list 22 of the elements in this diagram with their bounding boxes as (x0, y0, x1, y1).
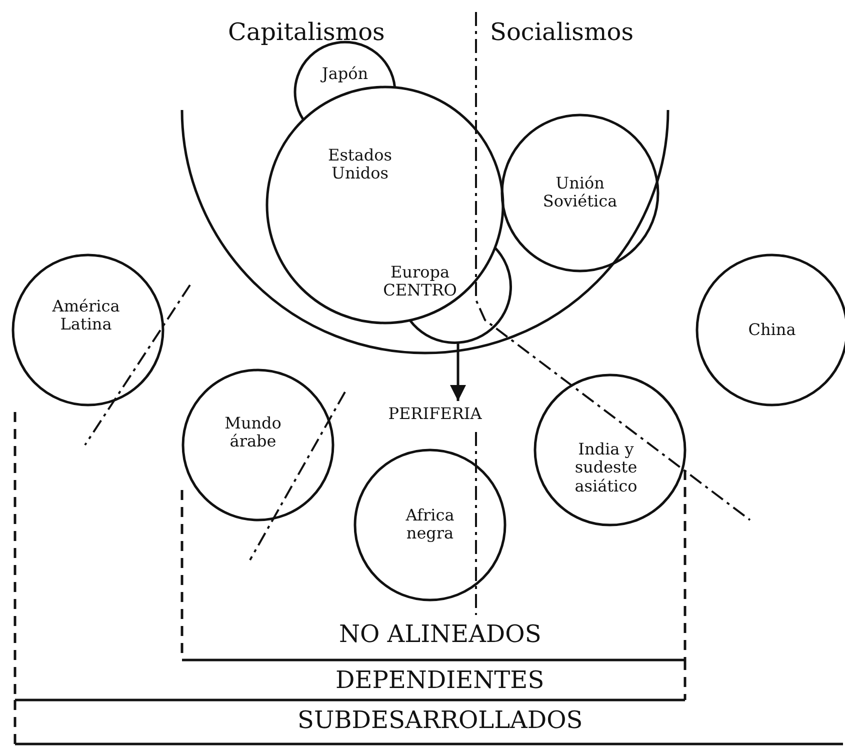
region-label: Estados Unidos (327, 146, 393, 184)
group-label: NO ALINEADOS (339, 620, 542, 648)
heading: Socialismos (490, 18, 634, 46)
region-circle (353, 448, 507, 602)
group-label: DEPENDIENTES (336, 666, 544, 694)
region-circle (533, 373, 687, 527)
heading: Capitalismos (228, 18, 385, 46)
group-label: SUBDESARROLLADOS (298, 706, 583, 734)
region-label: PERIFERIA (385, 401, 485, 425)
region-circle (11, 253, 165, 407)
region-label: Europa CENTRO (382, 264, 458, 300)
region-label: Africa negra (404, 506, 456, 544)
region-circle (181, 368, 335, 522)
arrow (450, 342, 466, 401)
region-label: China (747, 320, 797, 340)
region-label: India y sudeste asiático (574, 440, 638, 496)
region-label: Japón (320, 64, 370, 84)
region-label: Unión Soviética (542, 174, 618, 212)
region-label: Mundo árabe (224, 414, 282, 452)
region-circle (265, 85, 505, 325)
region-circle (500, 113, 660, 273)
region-label: América Latina (51, 298, 121, 334)
